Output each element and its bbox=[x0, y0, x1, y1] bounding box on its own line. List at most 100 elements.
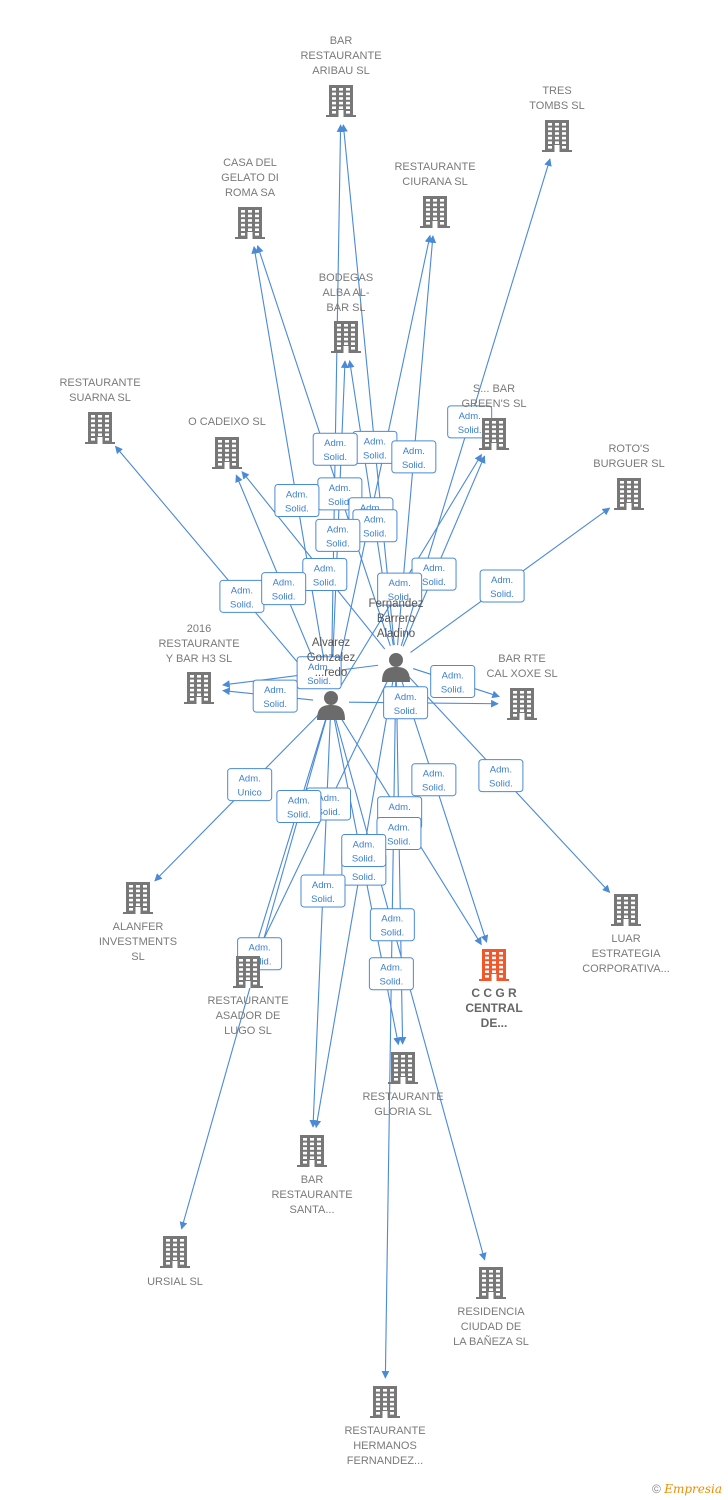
edge-label-line: Solid. bbox=[307, 676, 331, 687]
person-label-line: Barrero bbox=[377, 613, 415, 625]
company-label-line: Y BAR H3 SL bbox=[166, 653, 232, 665]
edge-label[interactable]: Adm.Solid. bbox=[341, 833, 387, 867]
edge-label-line: Adm. bbox=[423, 769, 445, 780]
company-label-line: 2016 bbox=[187, 623, 211, 635]
company-node-ccgr[interactable]: C C G RCENTRALDE... bbox=[465, 949, 523, 1030]
edge-label-line: Adm. bbox=[491, 575, 513, 586]
company-label-line: LUGO SL bbox=[224, 1025, 272, 1037]
building-icon bbox=[212, 437, 242, 469]
brand-logo[interactable]: Empresia bbox=[664, 1482, 722, 1496]
edge-label-line: Adm. bbox=[317, 793, 339, 804]
edge-label[interactable]: Adm.Solid. bbox=[276, 790, 322, 824]
edge-label[interactable]: Adm.Solid. bbox=[252, 679, 298, 713]
company-label-line: SANTA... bbox=[289, 1204, 334, 1216]
company-label-line: C C G R bbox=[471, 986, 517, 1000]
edge-p2-aribau bbox=[330, 124, 345, 685]
edge-label-line: Adm. bbox=[381, 914, 403, 925]
building-icon bbox=[507, 688, 537, 720]
edge-label[interactable]: Adm.Solid. bbox=[274, 483, 320, 517]
company-label-line: TOMBS SL bbox=[529, 100, 584, 112]
edge-label[interactable]: Adm.Solid. bbox=[369, 908, 415, 942]
company-label-line: ROTO'S bbox=[608, 443, 649, 455]
person-label-line: Gonzalez bbox=[307, 652, 356, 664]
edge-label-line: Solid. bbox=[363, 450, 387, 461]
edge-label-line: Solid. bbox=[363, 529, 387, 540]
edge-label[interactable]: Adm. Solid. bbox=[478, 759, 524, 793]
edge-p2-suarna bbox=[114, 445, 320, 689]
building-icon bbox=[614, 478, 644, 510]
building-icon bbox=[331, 321, 361, 353]
edge-label-line: Adm. bbox=[403, 446, 425, 457]
company-node-santa[interactable]: BARRESTAURANTESANTA... bbox=[271, 1135, 353, 1216]
company-label-line: ALBA AL- bbox=[322, 287, 369, 299]
company-label-line: ROMA SA bbox=[225, 187, 276, 199]
edge-label[interactable]: Adm. Solid. bbox=[368, 957, 414, 991]
edge-label[interactable]: Adm.Solid. bbox=[312, 432, 358, 466]
edge-label[interactable]: Adm.Solid. bbox=[411, 763, 457, 797]
building-icon bbox=[479, 949, 509, 981]
edge-label-line: Solid. bbox=[317, 807, 341, 818]
edge-label-line: Adm. bbox=[327, 524, 349, 535]
edge-p2-asador bbox=[253, 719, 327, 950]
edge-label-line: Solid. bbox=[394, 706, 418, 717]
edge-label-line: Adm. bbox=[395, 692, 417, 703]
edge-label[interactable]: Adm.Solid. bbox=[219, 579, 265, 613]
edge-label-line: Adm. bbox=[288, 796, 310, 807]
company-node-tres[interactable]: TRES TOMBS SL bbox=[529, 85, 585, 152]
edge-label-line: Solid. bbox=[379, 977, 403, 988]
company-label-line: GLORIA SL bbox=[374, 1106, 431, 1118]
company-node-cadeixo[interactable]: O CADEIXO SL bbox=[188, 416, 266, 469]
company-node-hermanos[interactable]: RESTAURANTEHERMANOSFERNANDEZ... bbox=[344, 1386, 426, 1467]
building-icon bbox=[611, 894, 641, 926]
edge-label-line: Solid. bbox=[402, 460, 426, 471]
edge-label[interactable]: Adm.Solid. bbox=[300, 874, 346, 908]
company-label-line: RESTAURANTE bbox=[207, 995, 288, 1007]
company-label-line: RESTAURANTE bbox=[394, 161, 475, 173]
edge-label[interactable]: Adm.Solid. bbox=[376, 816, 422, 850]
edge-label-line: Solid. bbox=[490, 589, 514, 600]
edge-label[interactable]: Adm.Solid. bbox=[296, 656, 342, 690]
edge-label[interactable]: Adm.Unico bbox=[227, 768, 273, 802]
edge-label-line: Adm. bbox=[380, 963, 402, 974]
edge-label[interactable]: Adm.Solid. bbox=[315, 518, 361, 552]
company-node-ursial[interactable]: URSIAL SL bbox=[147, 1236, 203, 1288]
edge-label[interactable]: Adm. Solid. bbox=[352, 430, 398, 464]
edge-label[interactable]: Adm.Solid. bbox=[261, 572, 307, 606]
edge-label-line: Solid. bbox=[441, 684, 465, 695]
edge-label-line: Adm. bbox=[490, 765, 512, 776]
copyright-notice: © Empresia bbox=[652, 1482, 722, 1496]
edge-label-line: Solid. bbox=[458, 425, 482, 436]
company-label-line: HERMANOS bbox=[353, 1440, 417, 1452]
edge-label[interactable]: Adm.Solid. bbox=[430, 664, 476, 698]
edge-label-line: Solid. bbox=[352, 853, 376, 864]
edge-label[interactable]: Adm. Solid. bbox=[383, 686, 429, 720]
edge-label[interactable]: Adm. Solid. bbox=[391, 440, 437, 474]
edge-label[interactable]: Adm.Solid. bbox=[302, 558, 348, 592]
company-node-luar[interactable]: LUARESTRATEGIACORPORATIVA... bbox=[582, 894, 670, 975]
edge-label[interactable]: Adm.Solid. bbox=[377, 572, 423, 606]
edge-p1-aribau bbox=[340, 124, 395, 646]
company-label-line: BODEGAS bbox=[319, 272, 373, 284]
edge-label-line: Adm. bbox=[231, 585, 253, 596]
edge-label-line: Adm. bbox=[286, 489, 308, 500]
company-label-line: TRES bbox=[542, 85, 571, 97]
edge-label[interactable]: Adm. Solid. bbox=[479, 569, 525, 603]
edge-label-line: Solid. bbox=[489, 779, 513, 790]
edge-label-line: Adm. bbox=[364, 436, 386, 447]
